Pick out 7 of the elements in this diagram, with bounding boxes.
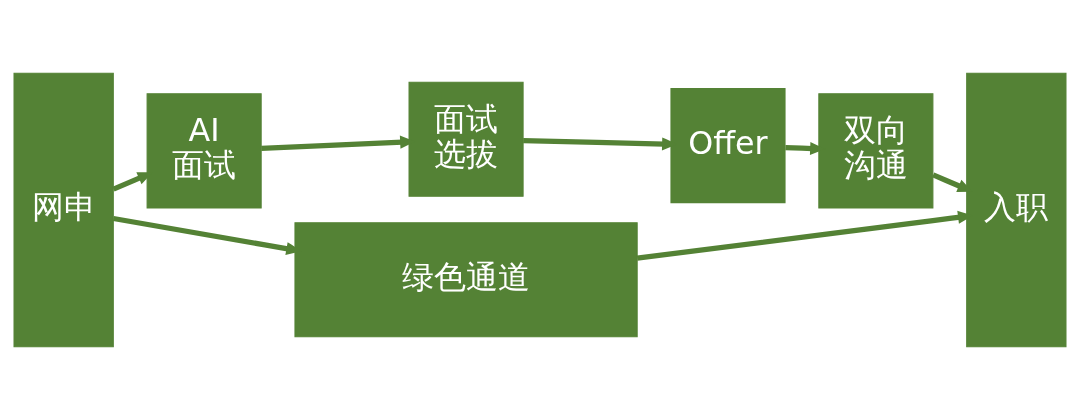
node-box: Offer [670,88,786,204]
node-box: 双向沟通 [818,93,934,209]
node-box: 绿色通道 [294,222,638,338]
node-box: 入职 [966,72,1067,348]
node-box: 网申 [13,72,114,348]
node-box: AI面试 [146,93,262,209]
node-box: 面试选拔 [408,81,524,197]
